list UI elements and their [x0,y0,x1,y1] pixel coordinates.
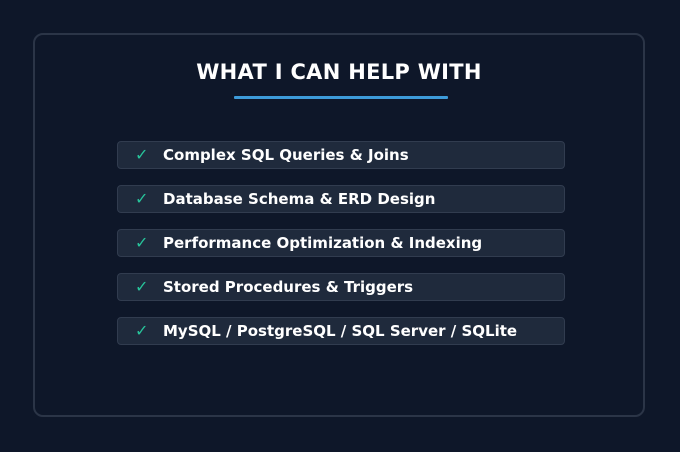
title-underline [234,96,448,99]
check-icon: ✓ [135,277,149,296]
service-item-stored-procedures: ✓ Stored Procedures & Triggers [117,273,565,301]
service-item-label: Database Schema & ERD Design [163,190,436,208]
service-item-performance: ✓ Performance Optimization & Indexing [117,229,565,257]
service-item-label: Stored Procedures & Triggers [163,278,414,296]
check-icon: ✓ [135,189,149,208]
services-card: WHAT I CAN HELP WITH ✓ Complex SQL Queri… [33,33,645,417]
service-list: ✓ Complex SQL Queries & Joins ✓ Database… [117,141,565,361]
check-icon: ✓ [135,233,149,252]
service-item-label: Complex SQL Queries & Joins [163,146,409,164]
service-item-label: Performance Optimization & Indexing [163,234,483,252]
card-title: WHAT I CAN HELP WITH [196,60,482,84]
service-item-schema-design: ✓ Database Schema & ERD Design [117,185,565,213]
check-icon: ✓ [135,321,149,340]
service-item-label: MySQL / PostgreSQL / SQL Server / SQLite [163,322,518,340]
service-item-sql-queries: ✓ Complex SQL Queries & Joins [117,141,565,169]
check-icon: ✓ [135,145,149,164]
service-item-databases: ✓ MySQL / PostgreSQL / SQL Server / SQLi… [117,317,565,345]
